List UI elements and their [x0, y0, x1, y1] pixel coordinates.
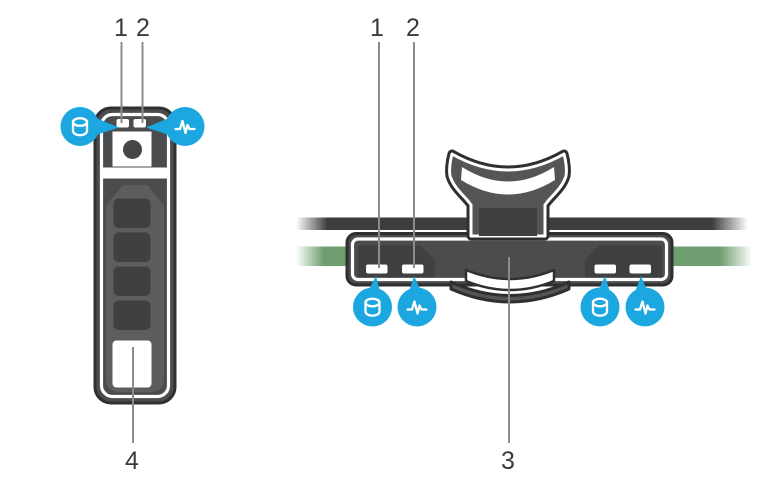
- carrier-vent-slot: [113, 266, 151, 296]
- carrier-inner-outline: [99, 112, 171, 399]
- carrier-vent-slot: [113, 232, 151, 262]
- handle-grip-stripe: [461, 167, 555, 195]
- carrier-vent-slot: [113, 300, 151, 330]
- drive-activity-led: [402, 264, 424, 274]
- activity-indicator-badge: [146, 107, 205, 146]
- carrier-button-circle: [123, 140, 142, 159]
- handle-neck-recess: [479, 208, 537, 236]
- drive-status-led: [366, 264, 388, 274]
- callout-label-left-2: 2: [136, 14, 150, 42]
- callout-label-right-2: 2: [406, 14, 420, 42]
- carrier-separator: [103, 167, 167, 179]
- drive-status-led: [116, 119, 129, 128]
- drive-tray-top-view: [296, 149, 752, 304]
- drive-indicator-badge: [60, 107, 119, 146]
- tray-handle-top: [445, 149, 571, 241]
- activity-indicator-badge: [625, 276, 665, 327]
- drive-activity-led: [629, 264, 651, 274]
- drive-status-led: [594, 264, 616, 274]
- callout-label-left-1: 1: [114, 14, 128, 42]
- drive-indicator-badge: [353, 276, 392, 327]
- drive-indicator-badge: [580, 276, 620, 327]
- activity-indicator-badge: [397, 276, 437, 327]
- latch-outer-band: [449, 280, 571, 304]
- carrier-vent-slot: [113, 198, 151, 228]
- drive-activity-led: [133, 119, 146, 128]
- callout-label-right-1: 1: [370, 14, 384, 42]
- badge-pointer: [96, 118, 119, 135]
- callout-label-left-4: 4: [125, 447, 139, 475]
- drive-carrier-front-view: [93, 106, 177, 405]
- badge-pointer: [146, 118, 169, 135]
- callout-label-right-3: 3: [501, 447, 515, 475]
